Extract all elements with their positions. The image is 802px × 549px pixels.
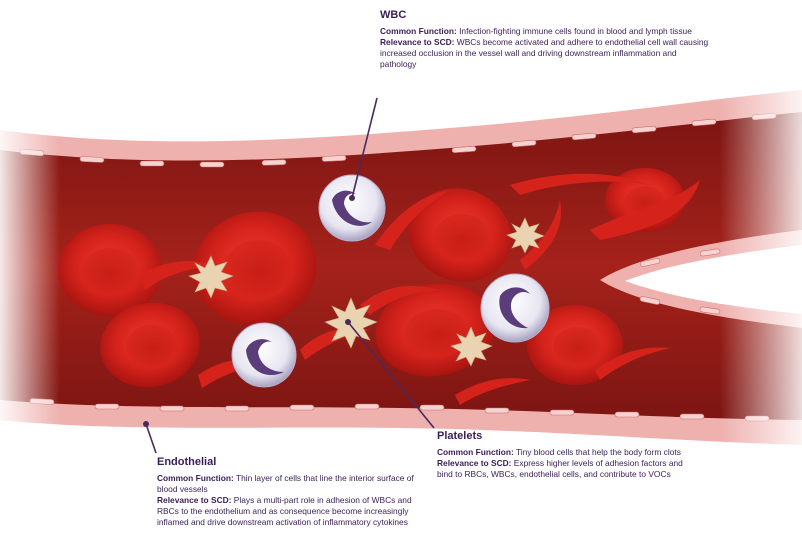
endothelial-callout: Endothelial Common Function: Thin layer … (157, 457, 417, 528)
platelets-pointer-dot (345, 319, 351, 325)
wbc-function: Common Function: Infection-fighting immu… (380, 26, 710, 37)
wbc-relevance: Relevance to SCD: WBCs become activated … (380, 37, 710, 70)
platelets-callout: Platelets Common Function: Tiny blood ce… (437, 431, 697, 480)
endothelial-title: Endothelial (157, 457, 417, 468)
endothelial-function: Common Function: Thin layer of cells tha… (157, 473, 417, 495)
wbc-callout: WBC Common Function: Infection-fighting … (380, 10, 710, 70)
wbc-title: WBC (380, 10, 710, 21)
wbc-pointer-dot (349, 195, 355, 201)
platelets-function: Common Function: Tiny blood cells that h… (437, 447, 697, 458)
endothelial-pointer-dot (143, 421, 149, 427)
platelets-relevance: Relevance to SCD: Express higher levels … (437, 458, 697, 480)
platelets-title: Platelets (437, 431, 697, 442)
endothelial-relevance: Relevance to SCD: Plays a multi-part rol… (157, 495, 417, 528)
endothelial-leader-line (146, 424, 156, 453)
